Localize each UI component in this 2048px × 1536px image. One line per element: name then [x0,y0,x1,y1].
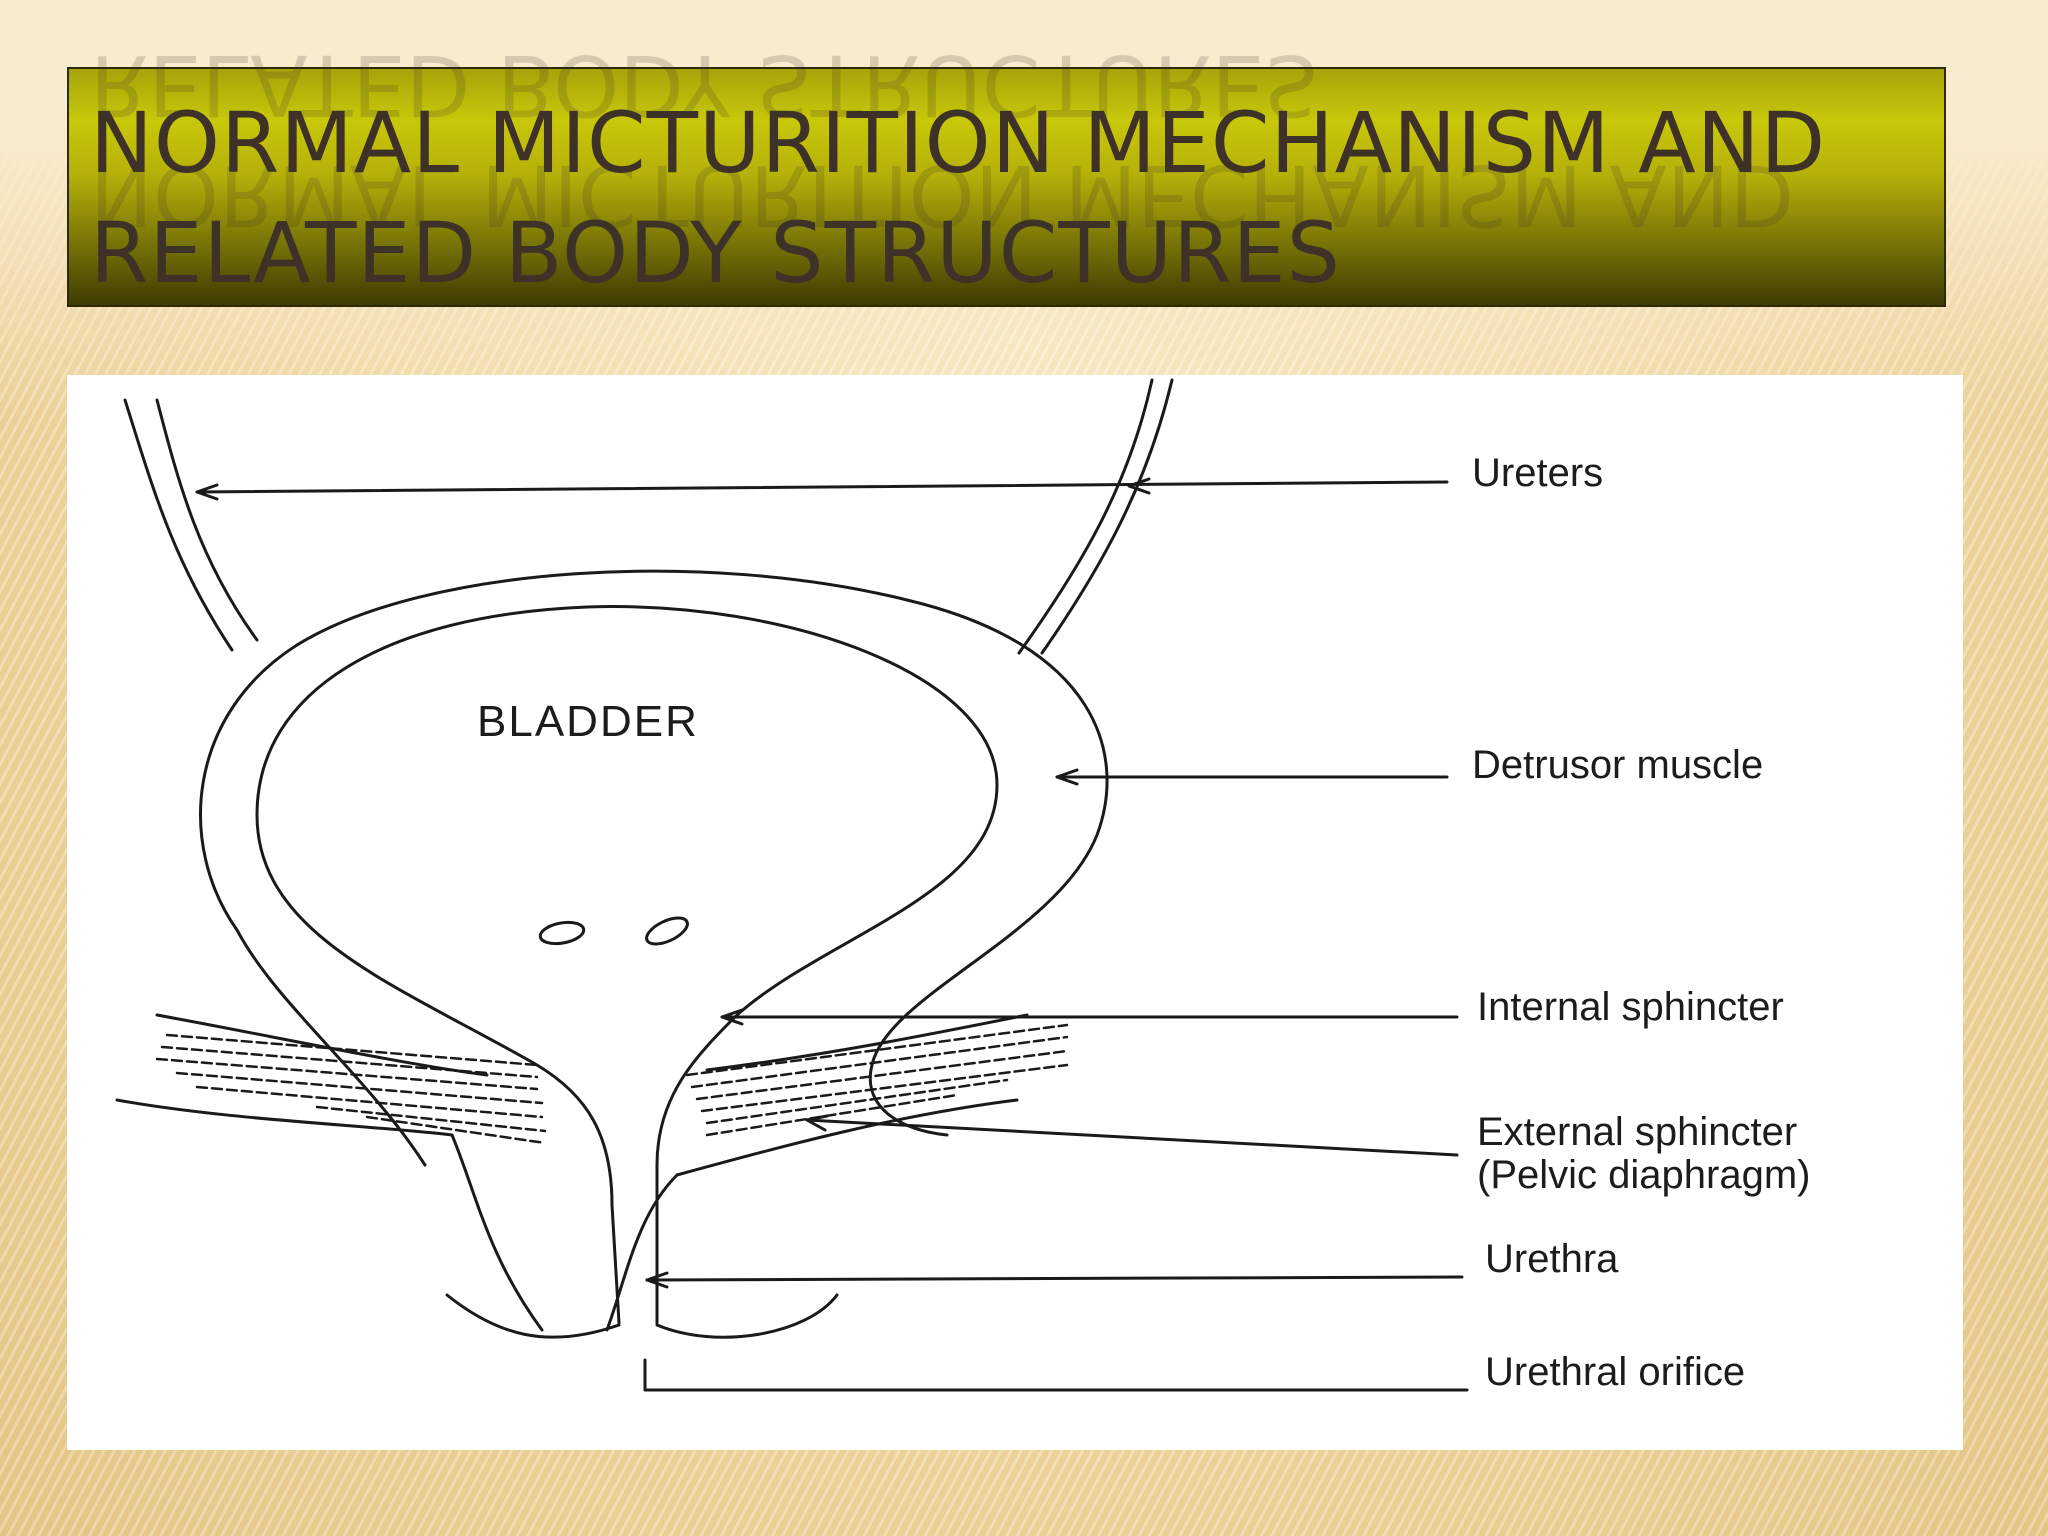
urethral-orifice-contour-left [445,1293,621,1339]
pelvic-diaphragm-left-bottom [115,1098,454,1137]
left-ureter-inner [155,398,259,642]
left-ureteric-orifice [538,920,586,946]
urethral-orifice-label: Urethral orifice [1485,1350,1746,1394]
urethra-left-wall [610,1203,621,1325]
lower-wall-right [605,1173,679,1332]
internal-sphincter-label: Internal sphincter [1477,985,1784,1029]
pelvic-diaphragm-label: (Pelvic diaphragm) [1477,1153,1811,1197]
right-ureteric-orifice [645,916,689,946]
pelvic-diaphragm-left-fibers [155,1033,547,1145]
bladder-outer-wall [199,569,1109,1167]
pelvic-diaphragm-left-top [155,1013,489,1077]
left-ureter-outer [123,398,234,652]
pelvic-diaphragm-right-bottom [675,1098,1019,1177]
ureters-label: Ureters [1472,451,1604,495]
right-ureter-outer [1017,378,1154,655]
right-ureter-inner [1040,378,1174,655]
bladder-label: BLADDER [477,697,699,746]
pelvic-diaphragm-right-fibers [685,1023,1069,1137]
bladder-inner-lining [255,605,999,1207]
bladder-diagram-drawing [115,378,1469,1392]
urethral-orifice-mark [643,1358,1469,1392]
label-leaders [195,477,1464,1289]
pelvic-diaphragm-right-top [705,1013,1029,1072]
title-banner [67,67,1946,307]
detrusor-muscle-label: Detrusor muscle [1472,743,1764,787]
external-sphincter-label: External sphincter [1477,1110,1798,1154]
urethra-label: Urethra [1485,1237,1619,1281]
lower-wall-left [450,1133,544,1332]
urethral-orifice-contour-right [655,1293,839,1339]
bladder-diagram: BLADDER Ureters Detrusor muscle Internal… [67,375,1963,1450]
slide-title: NORMAL MICTURITION MECHANISM AND RELATED… [90,94,1827,302]
